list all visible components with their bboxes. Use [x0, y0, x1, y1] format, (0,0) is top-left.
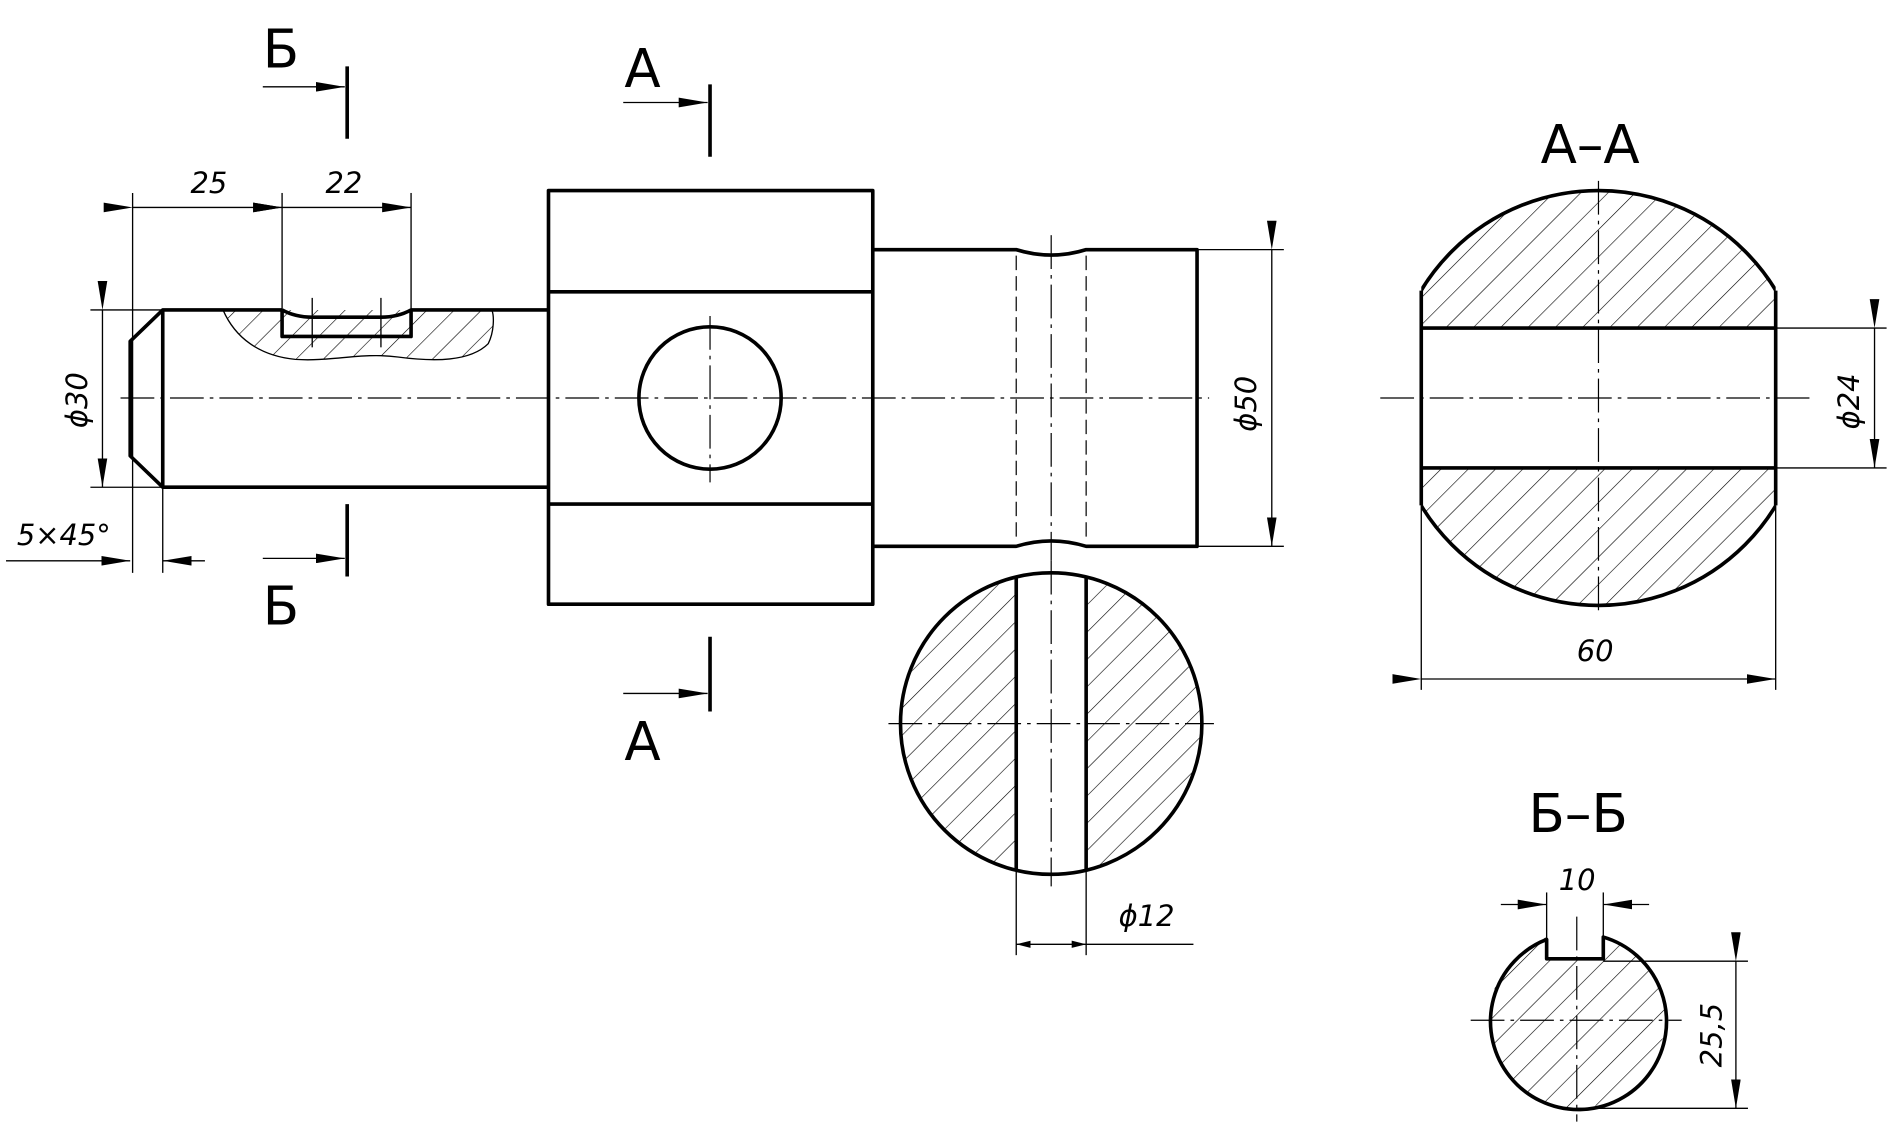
- dim-key-length: 22: [325, 166, 362, 200]
- dim-collar-dia: ϕ50: [1229, 376, 1263, 432]
- main-view: [120, 188, 1210, 607]
- local-section-boundary: [222, 309, 495, 361]
- section-aa: А–А ϕ24 60: [1380, 114, 1887, 690]
- section-title-aa: А–А: [1541, 114, 1640, 176]
- dim-chamfer: 5×45°: [17, 518, 111, 552]
- hole-section-view: ϕ12: [888, 560, 1214, 956]
- dim-key-width: 10: [1559, 863, 1596, 897]
- section-letter-b-top: Б: [263, 19, 299, 81]
- dim-aa-width: 60: [1577, 634, 1614, 668]
- section-bb: Б–Б 10 25,5: [1470, 783, 1748, 1122]
- main-dimensions: 25 22 ϕ30 5×45° ϕ50: [6, 166, 1284, 573]
- section-title-bb: Б–Б: [1529, 783, 1628, 845]
- dim-hole-dia: ϕ12: [1119, 899, 1175, 933]
- dim-key-depth: 25,5: [1694, 1003, 1728, 1067]
- section-letter-b-bottom: Б: [263, 576, 299, 638]
- dim-aa-hole-dia: ϕ24: [1832, 373, 1866, 429]
- dim-shaft-dia: ϕ30: [60, 372, 94, 428]
- section-markers: А А Б Б: [263, 19, 712, 773]
- section-letter-a-top: А: [624, 38, 660, 100]
- collar: [872, 247, 1199, 549]
- dim-key-offset: 25: [190, 166, 227, 200]
- section-letter-a-bottom: А: [624, 711, 660, 773]
